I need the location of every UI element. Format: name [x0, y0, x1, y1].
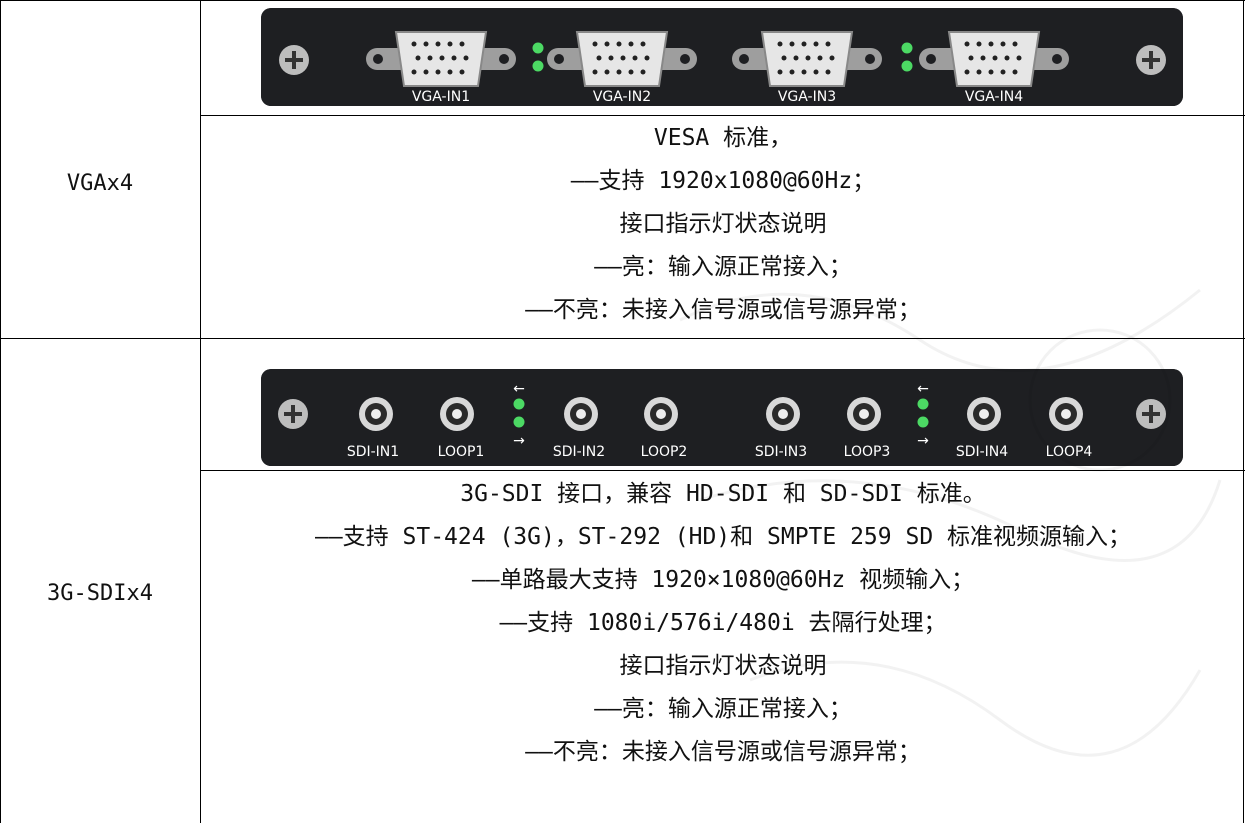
bnc-connector-icon [1049, 397, 1083, 431]
desc-line: ——亮：输入源正常接入； [594, 696, 852, 722]
image-row-divider-1 [200, 115, 1245, 116]
bnc-connector-icon [847, 397, 881, 431]
desc-line: 3G-SDI 接口，兼容 HD-SDI 和 SD-SDI 标准。 [460, 481, 986, 507]
bnc-connector-icon [564, 397, 598, 431]
screw-icon [278, 399, 308, 429]
desc-line: 接口指示灯状态说明 [619, 211, 827, 237]
vga-connector-2 [547, 31, 697, 87]
port-label: LOOP3 [844, 444, 891, 460]
vga-connector-4 [919, 31, 1069, 87]
port-label: SDI-IN3 [755, 444, 807, 460]
arrow-right-icon: → [513, 433, 525, 449]
bnc-connector-icon [359, 397, 393, 431]
arrow-left-icon: ← [513, 381, 525, 397]
bnc-connector-icon [766, 397, 800, 431]
vga-panel-image: VGA-IN1 VGA-IN2 VGA-IN3 VGA-IN4 [261, 8, 1183, 106]
table-border-right [1243, 0, 1244, 823]
screw-icon [279, 45, 309, 75]
port-label: SDI-IN2 [553, 444, 605, 460]
port-label: SDI-IN4 [956, 444, 1008, 460]
led-icon [513, 398, 525, 410]
table-border-left [0, 0, 1, 823]
screw-icon [1136, 399, 1166, 429]
desc-line: ——支持 1080i/576i/480i 去隔行处理； [499, 610, 947, 636]
arrow-right-icon: → [917, 433, 929, 449]
vga-description: VESA 标准， ——支持 1920x1080@60Hz； 接口指示灯状态说明 … [201, 122, 1245, 326]
desc-line: ——支持 ST-424 (3G)，ST-292 (HD)和 SMPTE 259 … [314, 524, 1132, 550]
port-label: VGA-IN2 [593, 89, 651, 105]
desc-line: VESA 标准， [653, 125, 793, 151]
port-label: VGA-IN4 [965, 89, 1023, 105]
port-label: LOOP1 [438, 444, 485, 460]
row-label-sdi: 3G-SDIx4 [47, 581, 153, 606]
led-icon [532, 42, 544, 54]
desc-line: 接口指示灯状态说明 [619, 653, 827, 679]
port-label: LOOP4 [1046, 444, 1093, 460]
row-label-vga: VGAx4 [66, 171, 134, 196]
led-icon [917, 398, 929, 410]
led-icon [901, 42, 913, 54]
port-label: SDI-IN1 [347, 444, 399, 460]
bnc-connector-icon [440, 397, 474, 431]
sdi-panel-image: ← → ← → SDI-IN1 LOOP1 SDI-IN2 LOOP2 SDI-… [261, 369, 1183, 466]
led-icon [532, 60, 544, 72]
port-label: VGA-IN1 [412, 89, 470, 105]
desc-line: ——亮：输入源正常接入； [594, 254, 852, 280]
screw-icon [1136, 45, 1166, 75]
led-icon [917, 416, 929, 428]
led-icon [513, 416, 525, 428]
desc-line: ——单路最大支持 1920×1080@60Hz 视频输入； [471, 567, 975, 593]
port-label: VGA-IN3 [778, 89, 836, 105]
vga-connector-3 [732, 31, 882, 87]
vga-connector-1 [366, 31, 516, 87]
column-divider [200, 0, 201, 823]
led-icon [901, 60, 913, 72]
desc-line: ——支持 1920x1080@60Hz； [570, 168, 876, 194]
desc-line: ——不亮：未接入信号源或信号源异常； [525, 297, 921, 323]
sdi-description: 3G-SDI 接口，兼容 HD-SDI 和 SD-SDI 标准。 ——支持 ST… [201, 478, 1245, 768]
image-row-divider-2 [200, 470, 1245, 471]
row-divider [0, 338, 1245, 339]
desc-line: ——不亮：未接入信号源或信号源异常； [525, 739, 921, 765]
bnc-connector-icon [644, 397, 678, 431]
table-border-top [0, 0, 1245, 1]
port-label: LOOP2 [641, 444, 688, 460]
arrow-left-icon: ← [917, 381, 929, 397]
bnc-connector-icon [967, 397, 1001, 431]
